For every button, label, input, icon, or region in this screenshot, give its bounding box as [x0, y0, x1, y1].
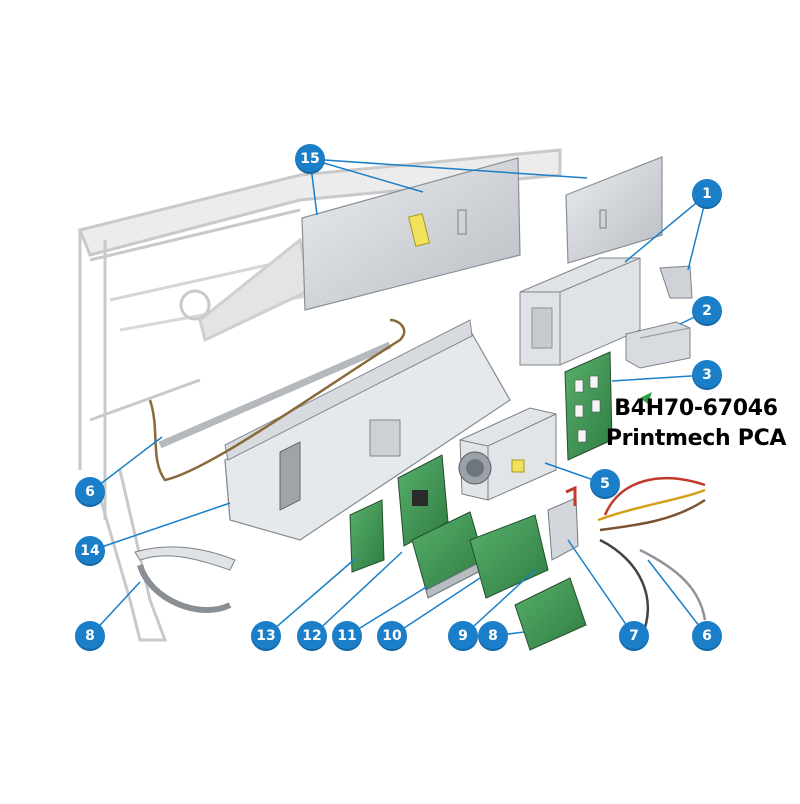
main-chassis-tray — [224, 319, 511, 541]
callout-8-left: 8 — [75, 621, 105, 651]
printmech-pca-board — [564, 351, 613, 461]
callout-2: 2 — [692, 296, 722, 326]
part-name: Printmech PCA — [605, 426, 787, 451]
accent-arrow — [640, 392, 652, 404]
callout-14: 14 — [75, 536, 105, 566]
wire-harness — [597, 477, 707, 641]
back-panel-left — [301, 157, 521, 311]
callout-1: 1 — [692, 179, 722, 209]
callout-5: 5 — [590, 469, 620, 499]
ribbon-cable — [134, 546, 236, 613]
back-panel-right — [565, 156, 663, 264]
enclosure-bracket — [659, 265, 693, 299]
callout-7: 7 — [619, 621, 649, 651]
interface-board — [349, 499, 385, 573]
rail-with-cable — [148, 318, 406, 482]
callout-8-right: 8 — [478, 621, 508, 651]
part-number: B4H70-67046 — [614, 396, 778, 421]
callout-6-left: 6 — [75, 477, 105, 507]
callout-11: 11 — [332, 621, 362, 651]
callout-12: 12 — [297, 621, 327, 651]
callout-15: 15 — [295, 144, 325, 174]
callout-3: 3 — [692, 360, 722, 390]
main-controller-board — [397, 454, 449, 547]
callout-10: 10 — [377, 621, 407, 651]
leader-lines — [89, 158, 708, 637]
callout-6-right: 6 — [692, 621, 722, 651]
small-power-supply — [625, 321, 691, 369]
electronics-enclosure — [519, 257, 641, 366]
expansion-card-2 — [469, 514, 549, 599]
callout-9: 9 — [448, 621, 478, 651]
callout-13: 13 — [251, 621, 281, 651]
formatter-board — [514, 577, 587, 651]
main-power-supply — [458, 407, 557, 501]
